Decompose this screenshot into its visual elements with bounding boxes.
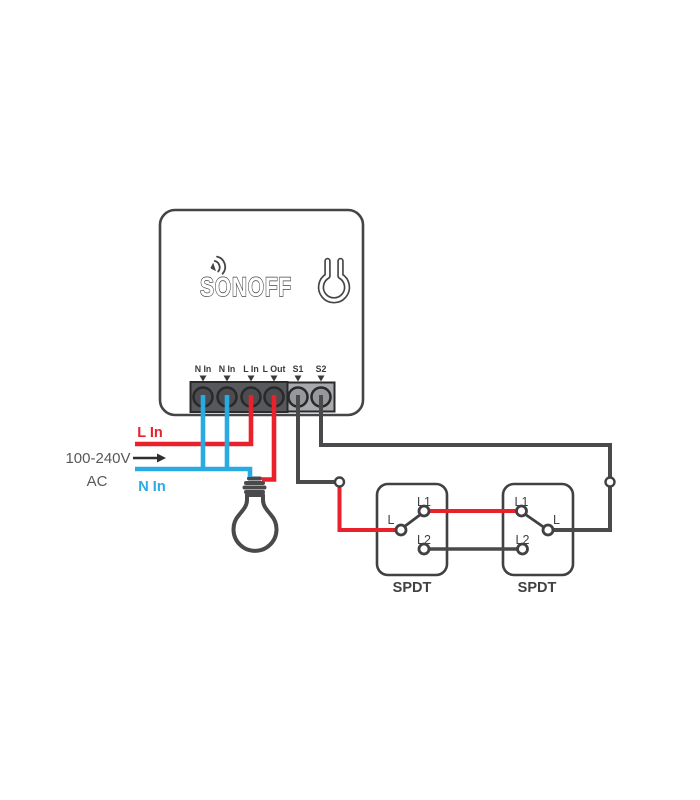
switch2-l1-label: L1 bbox=[515, 495, 529, 509]
switch2-lever bbox=[524, 513, 545, 529]
terminal-label-nin2: N In bbox=[219, 364, 236, 374]
device-body bbox=[158, 208, 365, 417]
bulb-glass bbox=[231, 493, 279, 553]
terminal-arrow-icon bbox=[199, 375, 207, 382]
switch1-terminal-l1 bbox=[417, 504, 431, 518]
switch1-l1-label: L1 bbox=[417, 495, 431, 509]
switch2-terminal-l1 bbox=[515, 504, 528, 518]
wire-s1 bbox=[296, 395, 336, 484]
switch1-lever bbox=[403, 513, 422, 528]
switch1-terminal-l2 bbox=[417, 542, 431, 556]
terminal-label-lin: L In bbox=[243, 364, 258, 374]
source-neutral-label: N In bbox=[138, 479, 165, 495]
terminal-label-nin1: N In bbox=[195, 364, 212, 374]
switch2-caption: SPDT bbox=[518, 580, 557, 596]
terminal-arrow-icon bbox=[294, 375, 302, 382]
switch2-terminal-l bbox=[541, 523, 555, 537]
wire-s2 bbox=[319, 395, 612, 532]
terminal-labels: N In N In L In L Out S1 S2 bbox=[195, 364, 327, 382]
source-live-label: L In bbox=[137, 425, 163, 441]
terminal-arrow-icon bbox=[223, 375, 231, 382]
terminal-block bbox=[189, 381, 336, 413]
junction-point-s1 bbox=[333, 476, 346, 488]
switch1-caption: SPDT bbox=[393, 580, 432, 596]
wire-switch-feed bbox=[337, 482, 400, 532]
switch1-l-label: L bbox=[388, 513, 395, 527]
switch1-l2-label: L2 bbox=[417, 533, 431, 547]
sonoff-logo: SONOFF bbox=[199, 255, 292, 303]
brand-text: SONOFF bbox=[200, 272, 292, 302]
terminal-arrow-icon bbox=[247, 375, 255, 382]
spdt-switch-2: L1 L L2 SPDT bbox=[501, 482, 575, 596]
bulb-icon bbox=[231, 476, 279, 553]
source-ac-label: AC bbox=[87, 473, 108, 490]
terminal-label-s1: S1 bbox=[293, 364, 304, 374]
sonoff-device: SONOFF N In N In L In L Out S1 S2 bbox=[158, 208, 365, 417]
power-icon bbox=[317, 257, 351, 304]
arrow-icon bbox=[133, 453, 166, 463]
sound-wave-icon bbox=[210, 255, 227, 275]
source-voltage-label: 100-240V bbox=[65, 450, 130, 467]
junction-point-s2 bbox=[604, 476, 616, 488]
spdt-switch-1: L1 L L2 SPDT bbox=[375, 482, 449, 596]
terminal-arrow-icon bbox=[317, 375, 325, 382]
bulb-cap bbox=[242, 476, 267, 494]
switch2-l-label: L bbox=[553, 513, 560, 527]
wire-neutral-feed bbox=[135, 466, 253, 477]
switch2-l2-label: L2 bbox=[516, 533, 530, 547]
switch2-terminal-l2 bbox=[516, 542, 529, 556]
wire-live-feed bbox=[135, 395, 254, 447]
switch1-terminal-l bbox=[394, 523, 408, 537]
power-source-labels: L In 100-240V AC N In bbox=[65, 425, 166, 495]
terminal-label-s2: S2 bbox=[316, 364, 327, 374]
wiring bbox=[135, 395, 612, 551]
switch-terminals bbox=[394, 504, 555, 556]
wire-live-out bbox=[262, 395, 277, 482]
terminal-label-lout: L Out bbox=[263, 364, 286, 374]
terminal-arrow-icon bbox=[270, 375, 278, 382]
